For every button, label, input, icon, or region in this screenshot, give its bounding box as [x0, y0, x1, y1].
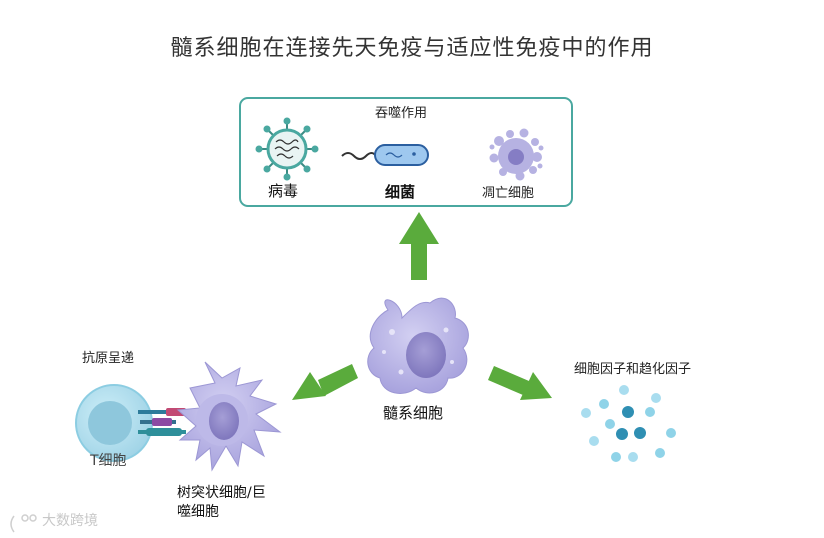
t-cell-label: T细胞 — [90, 453, 127, 469]
antigen-presentation-label: 抗原呈递 — [82, 351, 135, 366]
arrow-right — [488, 366, 552, 400]
myeloid-cell-label: 髓系细胞 — [383, 404, 444, 422]
bacterium-label: 细菌 — [385, 183, 416, 201]
dendritic-cell-label: 树突状细胞/巨 噬细胞 — [177, 485, 266, 520]
phagocytosis-label: 吞噬作用 — [375, 106, 428, 121]
arrow-up — [399, 212, 439, 280]
watermark-logo-icon — [10, 514, 37, 533]
bacterium-icon — [341, 144, 429, 166]
cytokines-label: 细胞因子和趋化因子 — [574, 362, 692, 377]
dendritic-cell — [176, 361, 282, 472]
apoptotic-cell-icon — [489, 128, 544, 181]
diagram-title: 髓系细胞在连接先天免疫与适应性免疫中的作用 — [170, 36, 654, 61]
cytokine-dots — [581, 385, 676, 462]
virus-label: 病毒 — [268, 182, 299, 200]
arrow-left — [292, 364, 358, 400]
myeloid-cell — [367, 297, 469, 394]
virus-icon — [255, 117, 319, 181]
receptor-complex — [138, 408, 186, 436]
apoptotic-cell-label: 凋亡细胞 — [482, 186, 535, 201]
t-cell — [75, 384, 153, 462]
watermark-text: 大数跨境 — [42, 513, 98, 529]
